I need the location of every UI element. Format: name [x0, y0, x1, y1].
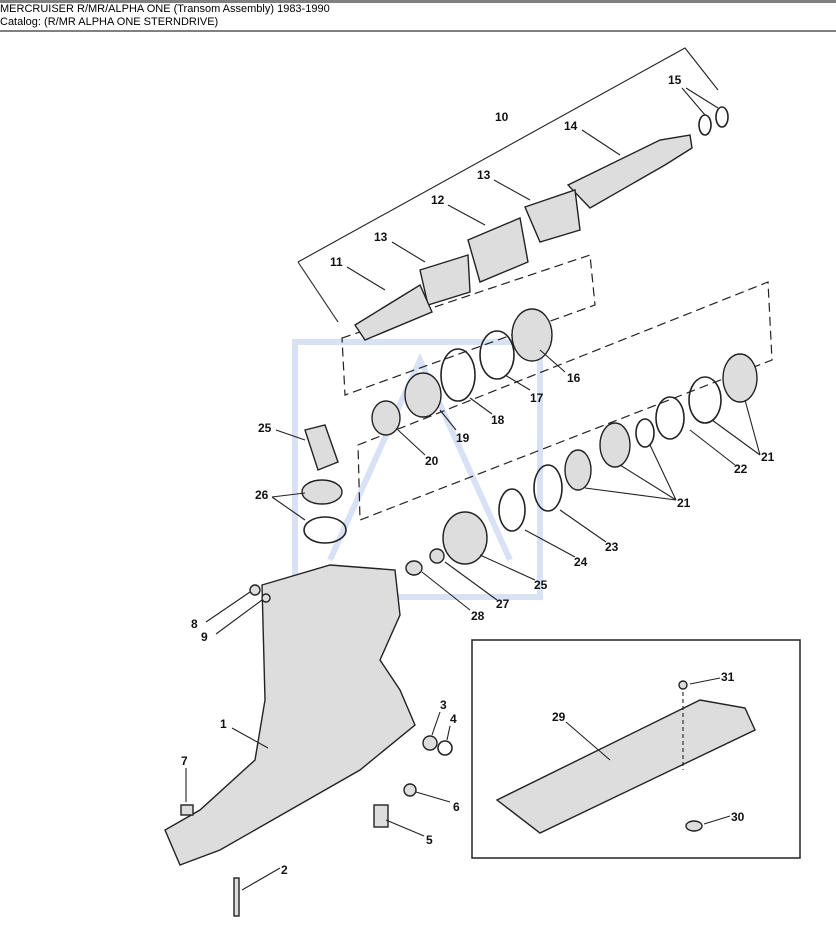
- trim-plate[interactable]: [495, 699, 756, 834]
- leader-lines: [185, 87, 761, 891]
- callout-10: 10: [495, 110, 509, 124]
- callout-16: 16: [567, 371, 581, 385]
- window-top-border: [0, 0, 836, 3]
- driveshaft-parts[interactable]: [354, 106, 729, 341]
- gear-housing[interactable]: [164, 564, 416, 866]
- callout-3: 3: [440, 698, 447, 712]
- callout-6: 6: [453, 800, 460, 814]
- callout-5: 5: [426, 833, 433, 847]
- callout-15: 15: [668, 73, 682, 87]
- callout-13: 13: [477, 168, 491, 182]
- callout-25: 25: [258, 421, 272, 435]
- callout-25b: 25: [534, 578, 548, 592]
- callout-18: 18: [491, 413, 505, 427]
- callout-22: 22: [734, 462, 748, 476]
- dashed-group-outline-upper: [341, 254, 596, 396]
- callout-labels: 15 10 14 13 12 13 11 16 17 18 19 20 25 2…: [181, 73, 775, 877]
- small-hardware[interactable]: [180, 584, 453, 917]
- callout-30: 30: [731, 810, 745, 824]
- header: MERCRUISER R/MR/ALPHA ONE (Transom Assem…: [0, 3, 836, 32]
- callout-1: 1: [220, 717, 227, 731]
- assembly-title: MERCRUISER R/MR/ALPHA ONE (Transom Assem…: [0, 3, 330, 15]
- callout-21b: 21: [677, 496, 691, 510]
- callout-28: 28: [471, 609, 485, 623]
- part-30-washer[interactable]: [685, 820, 703, 832]
- callout-7: 7: [181, 754, 188, 768]
- callout-11: 11: [330, 255, 343, 269]
- callout-31: 31: [721, 670, 735, 684]
- callout-23: 23: [605, 540, 619, 554]
- parts-diagram[interactable]: 15 10 14 13 12 13 11 16 17 18 19 20 25 2…: [0, 32, 836, 926]
- callout-20: 20: [425, 454, 439, 468]
- callout-4: 4: [450, 712, 457, 726]
- callout-21: 21: [761, 450, 775, 464]
- callout-13b: 13: [374, 230, 388, 244]
- callout-24: 24: [574, 555, 588, 569]
- callout-8: 8: [191, 617, 198, 631]
- part-31-nut[interactable]: [678, 680, 688, 690]
- bearings-and-seals[interactable]: [301, 308, 758, 576]
- callout-29: 29: [552, 710, 566, 724]
- callout-17: 17: [530, 391, 544, 405]
- callout-12: 12: [431, 193, 445, 207]
- callout-27: 27: [496, 597, 510, 611]
- inset-box: [471, 639, 801, 859]
- callout-14: 14: [564, 119, 578, 133]
- callout-2: 2: [281, 863, 288, 877]
- group-bracket-10: [297, 47, 719, 323]
- dashed-group-outline-lower: [357, 281, 773, 521]
- callout-19: 19: [456, 431, 470, 445]
- catalog-label: Catalog: (R/MR ALPHA ONE STERNDRIVE): [0, 16, 219, 28]
- callout-9: 9: [201, 630, 208, 644]
- callout-26: 26: [255, 488, 269, 502]
